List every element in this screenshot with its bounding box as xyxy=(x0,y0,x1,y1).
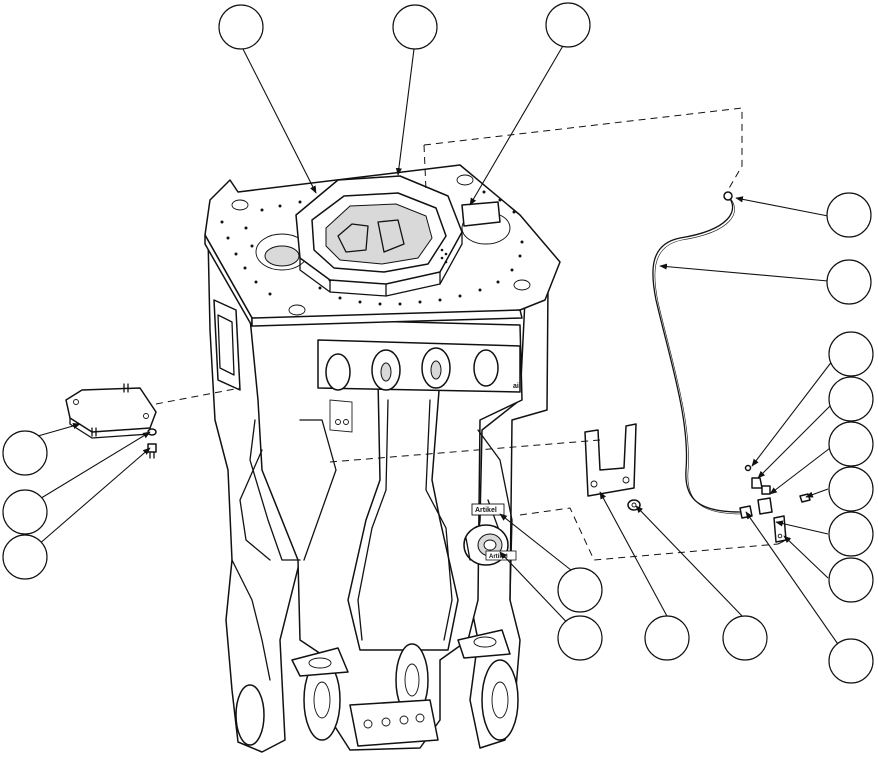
leaders xyxy=(37,43,843,651)
balloon-top-1 xyxy=(218,4,264,50)
callout-balloons xyxy=(2,2,874,684)
svg-text:Artikel: Artikel xyxy=(475,507,497,514)
balloon-bottom-3 xyxy=(644,615,690,661)
bracket xyxy=(584,423,637,497)
octagon-collar xyxy=(295,175,463,297)
balloon-right-2 xyxy=(826,259,872,305)
bottom-lugs xyxy=(235,629,519,747)
balloon-right-7 xyxy=(828,511,874,557)
bolt-holes xyxy=(220,190,524,306)
balloon-right-6 xyxy=(828,466,874,512)
svg-text:Artikel: Artikel xyxy=(489,554,508,560)
balloon-right-5 xyxy=(828,421,874,467)
top-tab xyxy=(461,201,501,227)
balloon-bottom-1 xyxy=(557,567,603,613)
frame-mark: ail xyxy=(513,383,521,390)
balloon-left-3 xyxy=(2,534,48,580)
balloon-top-3 xyxy=(545,2,591,48)
balloon-right-4 xyxy=(828,376,874,422)
label-plate-1: Artikel xyxy=(471,503,505,516)
balloon-bottom-4 xyxy=(722,615,768,661)
top-plate xyxy=(204,164,561,327)
balloon-right-8 xyxy=(828,557,874,603)
hinge-bosses xyxy=(317,339,521,433)
cover-plate xyxy=(65,383,157,439)
center-spine xyxy=(347,377,459,651)
balloon-top-2 xyxy=(392,4,438,50)
balloon-left-2 xyxy=(2,489,48,535)
balloon-bottom-2 xyxy=(557,615,603,661)
side-window xyxy=(213,299,241,391)
sensor-cable xyxy=(652,191,743,515)
balloon-right-1 xyxy=(826,192,872,238)
small-fasteners xyxy=(744,464,811,503)
cover-screw xyxy=(147,443,157,459)
balloon-left-1 xyxy=(2,430,48,476)
sensor-head xyxy=(723,191,733,201)
balloon-right-3 xyxy=(828,331,874,377)
main-frame: ail Artikel Artikel xyxy=(207,235,549,753)
balloon-right-9 xyxy=(828,638,874,684)
